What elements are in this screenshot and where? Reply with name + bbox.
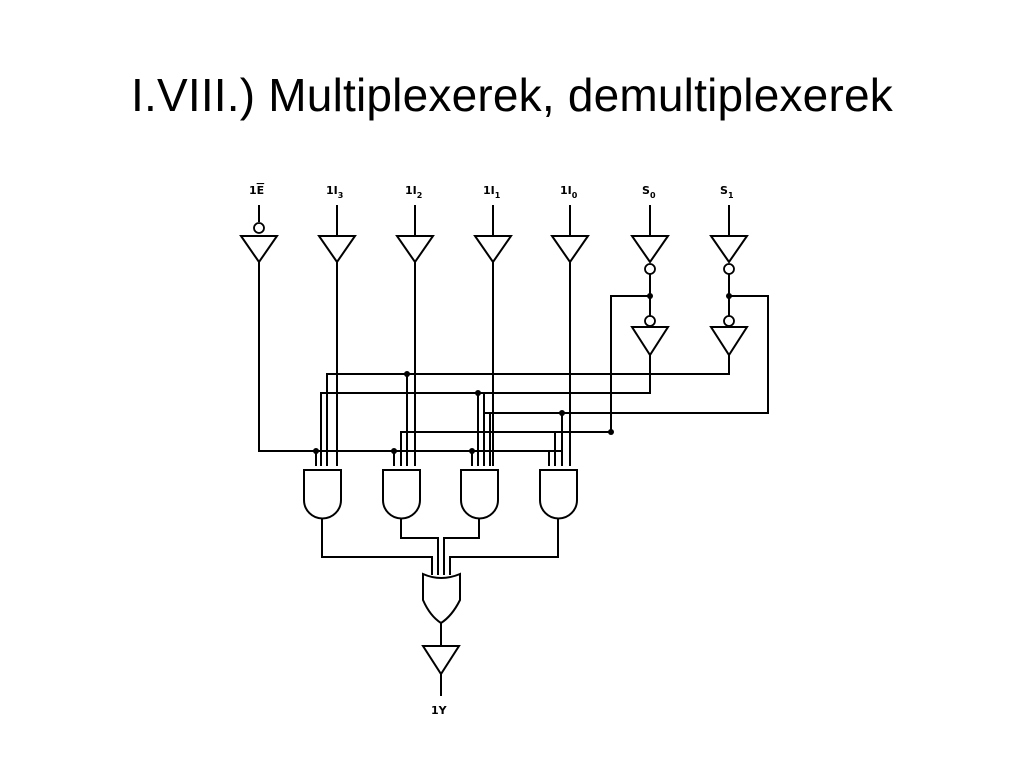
i2-buffer [395, 235, 435, 264]
s1-second-inverter [709, 326, 749, 357]
enable-invert-bubble [253, 222, 265, 234]
and-gate-1 [303, 469, 342, 520]
select-wires [320, 295, 769, 466]
input-label-i3: 1I3 [326, 184, 343, 200]
s0-second-inverter [630, 326, 670, 357]
input-label-i1: 1I1 [483, 184, 501, 200]
s0-second-bubble [644, 315, 656, 327]
or-gate [422, 572, 461, 625]
s1-inverter [709, 235, 749, 264]
i1-buffer [473, 235, 513, 264]
enable-buffer [239, 235, 279, 264]
input-label-enable: 1E [249, 184, 264, 197]
input-label-i0: 1I0 [560, 184, 578, 200]
input-label-s1: S1 [720, 184, 734, 200]
i3-buffer [317, 235, 357, 264]
data-wires [258, 262, 571, 466]
s0-inverter [630, 235, 670, 264]
junction-dots [313, 293, 732, 454]
output-label: 1Y [431, 704, 448, 717]
i0-buffer [550, 235, 590, 264]
and-gate-3 [460, 469, 499, 520]
and-gate-4 [539, 469, 578, 520]
and-gate-2 [382, 469, 421, 520]
input-label-i2: 1I2 [405, 184, 422, 200]
and-to-or-wires [321, 519, 559, 575]
select-mid-wires [649, 274, 730, 316]
output-buffer [421, 645, 461, 676]
s0-invert-bubble [644, 263, 656, 275]
s1-second-bubble [723, 315, 735, 327]
input-stubs [258, 205, 730, 236]
input-label-s0: S0 [642, 184, 656, 200]
s1-invert-bubble [723, 263, 735, 275]
slide-title: I.VIII.) Multiplexerek, demultiplexerek [131, 69, 893, 121]
